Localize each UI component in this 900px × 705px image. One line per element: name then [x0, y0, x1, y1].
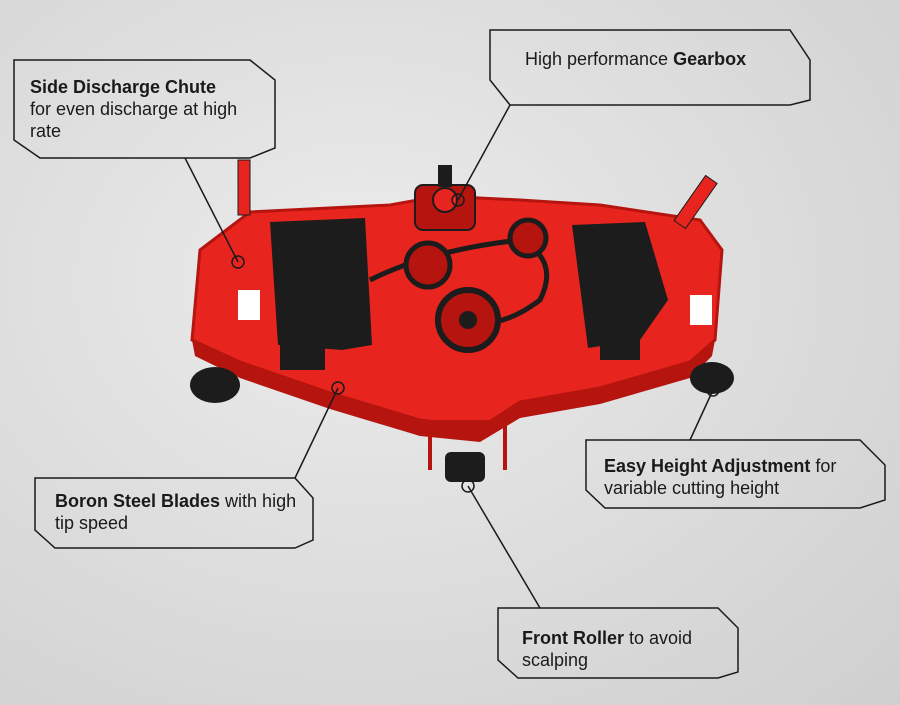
left-caster: [190, 367, 240, 403]
pulley-left: [403, 240, 453, 290]
left-chute-plate: [280, 300, 325, 370]
right-caster: [690, 362, 734, 394]
callout-gearbox-lead: High performance: [525, 49, 674, 69]
callout-side-discharge: Side Discharge Chute for even discharge …: [30, 76, 270, 142]
right-post: [673, 174, 718, 230]
callout-boron-desc: with high tip speed: [55, 491, 302, 533]
callout-gearbox: High performance Gearbox: [525, 48, 805, 70]
callout-side-discharge-desc: for even discharge at high rate: [30, 99, 243, 141]
callout-roller-title: Front Roller: [522, 628, 624, 648]
front-roller: [445, 452, 485, 482]
pulley-right: [507, 217, 549, 259]
callout-front-roller: Front Roller to avoid scalping: [522, 627, 732, 671]
left-post: [237, 159, 251, 216]
callout-gearbox-title: Gearbox: [673, 49, 747, 69]
callout-height-adjust: Easy Height Adjustment for variable cutt…: [604, 455, 884, 499]
callout-side-discharge-title: Side Discharge Chute: [30, 77, 217, 97]
callout-height-desc: for variable cutting height: [604, 456, 842, 498]
callout-roller-desc: to avoid scalping: [522, 628, 698, 670]
roller-bracket: [425, 420, 505, 428]
callout-boron-title: Boron Steel Blades: [55, 491, 221, 511]
right-chute-plate: [600, 320, 640, 360]
callout-boron-blades: Boron Steel Blades with high tip speed: [55, 490, 305, 534]
callout-height-title: Easy Height Adjustment: [604, 456, 811, 476]
right-chute: [572, 222, 668, 348]
